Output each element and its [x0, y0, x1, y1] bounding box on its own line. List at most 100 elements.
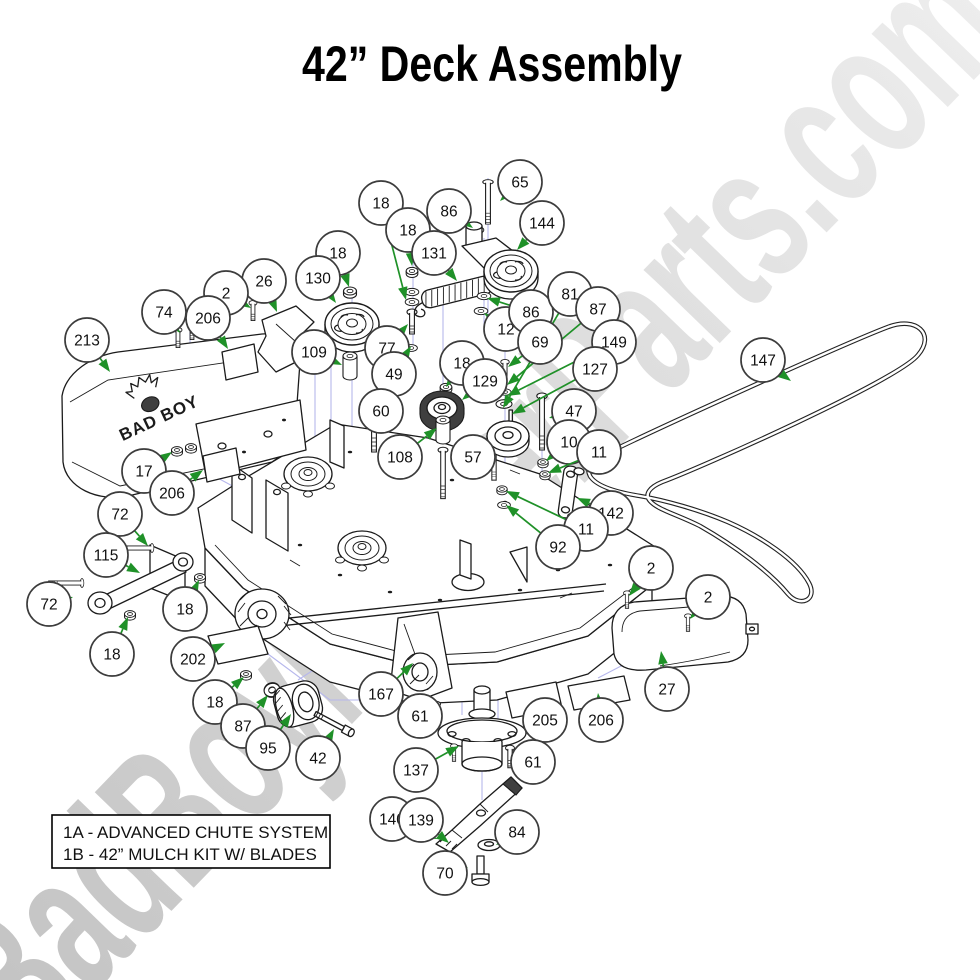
callout-bubble	[97, 491, 143, 537]
callout-number: 206	[159, 486, 185, 503]
callout-bubble	[740, 337, 786, 383]
spindle-assembly-137	[431, 685, 527, 772]
callout-number: 206	[588, 713, 614, 730]
callout-bubble	[576, 429, 622, 475]
callout-27: 27	[644, 651, 690, 712]
callout-number: 11	[578, 522, 594, 539]
blade-bolt-70	[471, 855, 490, 887]
idler-group-center	[419, 382, 585, 521]
callout-bubble	[519, 200, 565, 246]
decal-206-top	[221, 343, 259, 381]
callout-number: 144	[529, 216, 555, 233]
callout-84: 84	[494, 809, 540, 855]
callout-bubble	[358, 671, 404, 717]
callout-number: 115	[94, 548, 119, 565]
decal-206-right	[567, 675, 631, 711]
callout-129: 129	[462, 358, 508, 404]
callout-number: 84	[508, 825, 526, 842]
callout-number: 57	[464, 450, 481, 467]
callout-number: 2	[704, 590, 713, 607]
page-title: 42” Deck Assembly	[302, 36, 682, 92]
callout-bubble	[572, 346, 618, 392]
front-bar-assembly	[149, 544, 607, 701]
callout-74: 74	[141, 289, 187, 335]
callout-number: 72	[40, 597, 57, 614]
callout-number: 18	[329, 246, 346, 263]
callout-95: 95	[245, 714, 291, 771]
callout-bubble	[422, 850, 468, 896]
callout-213: 213	[64, 317, 110, 372]
callout-65: 65	[497, 159, 543, 205]
trailing-arm-115	[48, 543, 206, 621]
callout-bubble	[450, 434, 496, 480]
callout-167: 167	[358, 663, 413, 717]
discharge-cover-27	[611, 590, 759, 671]
callout-number: 10	[560, 435, 578, 452]
callout-42: 42	[295, 729, 341, 781]
callout-127: 127	[512, 346, 618, 414]
callout-number: 139	[408, 813, 434, 830]
callout-number: 86	[522, 305, 539, 322]
callout-2: 2	[628, 545, 674, 596]
callout-202: 202	[170, 636, 225, 682]
legend-line-1: 1A - ADVANCED CHUTE SYSTEM	[63, 823, 328, 842]
callout-bubble	[83, 532, 129, 578]
legend-box: 1A - ADVANCED CHUTE SYSTEM 1B - 42” MULC…	[51, 814, 331, 869]
callout-number: 61	[411, 709, 428, 726]
callout-72: 72	[97, 491, 148, 546]
callout-bubble	[170, 636, 216, 682]
callout-number: 74	[155, 305, 173, 322]
callout-bubble	[411, 230, 457, 276]
callout-number: 137	[403, 763, 429, 780]
callout-bubble	[628, 545, 674, 591]
callout-bubble	[295, 255, 341, 301]
callout-bubble	[291, 329, 337, 375]
callout-number: 61	[524, 755, 541, 772]
callout-60: 60	[358, 388, 404, 434]
legend-line-2: 1B - 42” MULCH KIT W/ BLADES	[63, 845, 317, 864]
callout-bubble	[64, 317, 110, 363]
callout-number: 108	[387, 450, 413, 467]
callout-18: 18	[162, 580, 208, 632]
callout-131: 131	[411, 230, 457, 281]
callout-bubble	[398, 797, 444, 843]
deck-roller-95	[240, 670, 355, 738]
callout-bubble	[377, 434, 423, 480]
callout-bubble	[497, 159, 543, 205]
callout-number: 86	[440, 204, 457, 221]
callout-61: 61	[510, 739, 556, 785]
callout-number: 131	[421, 246, 447, 263]
callout-number: 129	[472, 374, 498, 391]
callout-number: 95	[259, 741, 276, 758]
callout-206: 206	[578, 693, 624, 743]
callout-bubble	[578, 697, 624, 743]
callout-61: 61	[397, 693, 443, 739]
callout-number: 69	[531, 335, 548, 352]
callout-number: 27	[658, 682, 675, 699]
callout-number: 11	[591, 445, 607, 462]
callout-number: 26	[255, 274, 272, 291]
callout-number: 17	[135, 464, 152, 481]
callout-18: 18	[89, 617, 135, 677]
callout-number: 18	[206, 695, 223, 712]
callout-130: 130	[295, 255, 341, 303]
callout-number: 167	[368, 687, 394, 704]
callout-147: 147	[740, 337, 791, 383]
callout-bubble	[426, 188, 472, 234]
callout-bubble	[89, 631, 135, 677]
callout-number: 127	[582, 362, 608, 379]
callout-bubble	[535, 524, 581, 570]
callout-number: 109	[301, 345, 327, 362]
callout-bubble	[295, 735, 341, 781]
callout-109: 109	[291, 329, 342, 375]
callout-number: 87	[234, 719, 251, 736]
callout-108: 108	[377, 428, 437, 480]
callout-206: 206	[185, 295, 231, 349]
callout-70: 70	[422, 850, 468, 896]
callout-144: 144	[517, 200, 565, 250]
callout-bubble	[685, 574, 731, 620]
callout-number: 2	[222, 286, 231, 303]
callout-number: 213	[74, 333, 100, 350]
